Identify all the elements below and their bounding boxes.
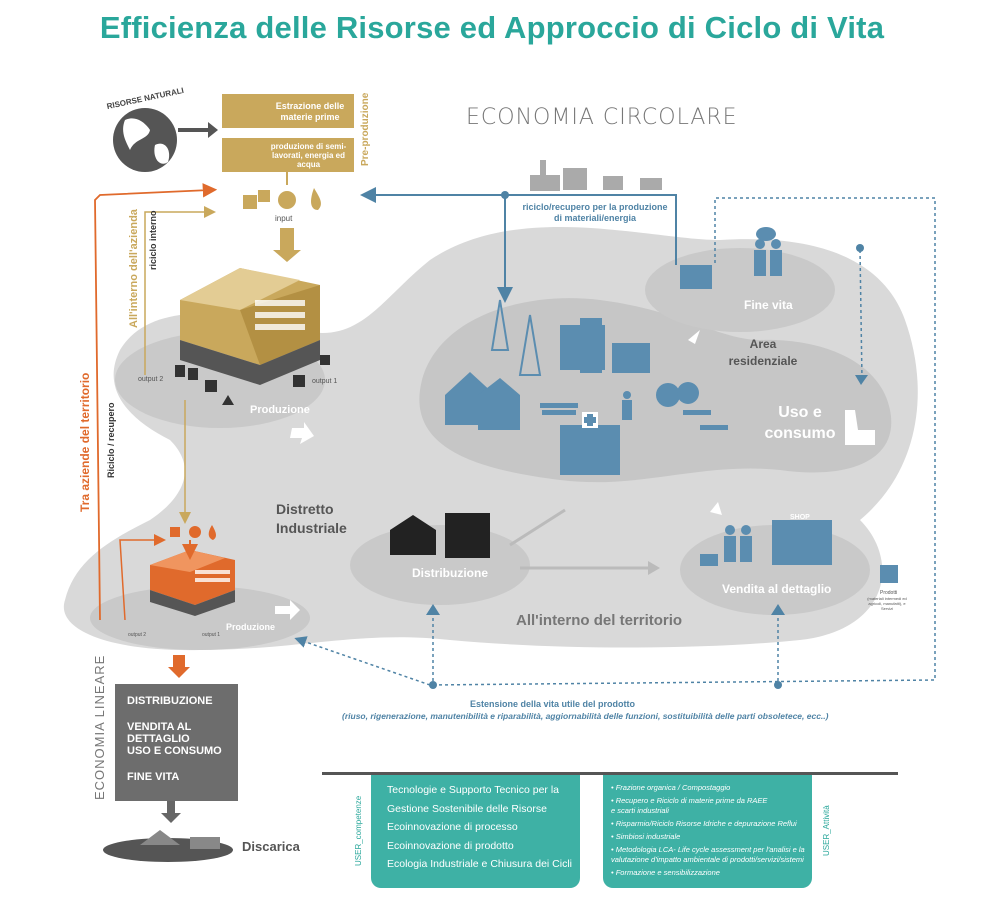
riciclo-recupero-top-label: riciclo/recupero per la produzione di ma… <box>522 202 668 223</box>
city-icons <box>445 239 898 583</box>
shop-label: SHOP <box>790 514 810 521</box>
output2-small-label: output 2 <box>128 632 147 638</box>
riciclo-recupero-left-label: Riciclo / recupero <box>106 402 116 478</box>
economia-circolare-label: ECONOMIA CIRCOLARE <box>466 105 738 130</box>
riciclo-interno-label: riciclo interno <box>148 210 158 270</box>
attivita-item: e scarti industriali <box>611 806 669 815</box>
estensione-detail: (riuso, rigenerazione, manutenibilità e … <box>342 711 829 721</box>
estensione-title: Estensione della vita utile del prodotto <box>470 699 636 709</box>
produzione-small-label: Produzione <box>226 622 275 632</box>
residential-area <box>419 298 892 483</box>
gold-factory-icon <box>180 268 320 385</box>
attivita-item: • Metodologia LCA- Life cycle assessment… <box>611 845 805 854</box>
warehouse-icons <box>390 513 490 558</box>
all-interno-azienda-label: All'interno dell'azienda <box>128 209 140 328</box>
output1-label: output 1 <box>312 378 338 385</box>
produzione-semi-box: produzione di semi-lavorati, energia ed … <box>222 138 354 172</box>
area-residenziale-label: Area residenziale <box>728 337 798 368</box>
produzione-semi-label: produzione di semi-lavorati, energia ed … <box>270 142 347 169</box>
linear-step: USO E CONSUMO <box>127 745 222 757</box>
output2-label: output 2 <box>138 376 164 383</box>
input-label: input <box>275 214 293 223</box>
prodotti-sub-label: (materiali intermedi ed agricoli, manufa… <box>867 596 907 611</box>
competenza-item: Gestione Sostenibile delle Risorse <box>387 802 547 815</box>
competenze-card: Tecnologie e Supporto Tecnico per la Ges… <box>371 775 580 888</box>
produzione-small-area <box>90 586 310 650</box>
attivita-item: • Risparmio/Riciclo Risorse Idriche e de… <box>611 819 797 828</box>
input-icons <box>243 188 321 210</box>
linear-step: FINE VITA <box>127 771 180 783</box>
estrazione-label: Estrazione delle materie prime <box>275 101 345 122</box>
page-title: Efficienza delle Risorse ed Approccio di… <box>99 10 885 45</box>
competenza-item: Tecnologie e Supporto Tecnico per la <box>387 784 560 796</box>
fine-vita-label: Fine vita <box>744 298 793 312</box>
hand-icon <box>845 410 875 445</box>
output1-small-label: output 1 <box>202 632 221 638</box>
all-interno-territorio-label: All'interno del territorio <box>516 612 683 629</box>
attivita-item: • Recupero e Riciclo di materie prime da… <box>611 796 768 805</box>
attivita-item: • Frazione organica / Compostaggio <box>611 783 731 792</box>
produzione-label: Produzione <box>250 404 310 416</box>
linear-steps-box: DISTRIBUZIONE VENDITA AL DETTAGLIO USO E… <box>115 684 238 801</box>
attivita-item: • Simbiosi industriale <box>611 832 681 841</box>
attivita-item: • Formazione e sensibilizzazione <box>611 868 720 877</box>
linear-step: VENDITA AL DETTAGLIO <box>127 721 192 745</box>
competenze-side-label: USER_competenze <box>354 795 363 866</box>
waste-icons <box>175 355 330 405</box>
linear-step: DISTRIBUZIONE <box>127 695 213 707</box>
pre-produzione-label: Pre-produzione <box>360 92 371 166</box>
distribuzione-label: Distribuzione <box>412 566 489 580</box>
competenza-item: Ecoinnovazione di prodotto <box>387 839 514 852</box>
attivita-item: valutazione d'impatto ambientale di prod… <box>611 855 804 864</box>
competenza-item: Ecologia Industriale e Chiusura dei Cicl… <box>387 858 573 870</box>
estrazione-box: Estrazione delle materie prime <box>222 94 354 128</box>
uso-consumo-label: Uso e consumo <box>764 404 836 442</box>
economia-lineare-label: ECONOMIA LINEARE <box>92 654 107 800</box>
recycling-plant-icons <box>530 160 662 191</box>
cards-divider <box>322 772 898 775</box>
fine-vita-area <box>645 248 835 332</box>
discarica-label: Discarica <box>242 839 300 854</box>
attivita-side-label: USER_Attività <box>822 805 831 856</box>
orange-input-icons <box>170 525 216 540</box>
tra-aziende-label: Tra aziende del territorio <box>78 372 92 512</box>
prodotti-label: Prodotti <box>880 590 898 596</box>
distribuzione-area <box>350 525 530 605</box>
orange-factory-icon <box>150 550 235 616</box>
attivita-card: • Frazione organica / Compostaggio • Rec… <box>603 775 812 888</box>
competenza-item: Ecoinnovazione di processo <box>387 821 518 833</box>
vendita-label: Vendita al dettaglio <box>722 582 832 596</box>
distretto-label: Distretto Industriale <box>276 501 347 536</box>
